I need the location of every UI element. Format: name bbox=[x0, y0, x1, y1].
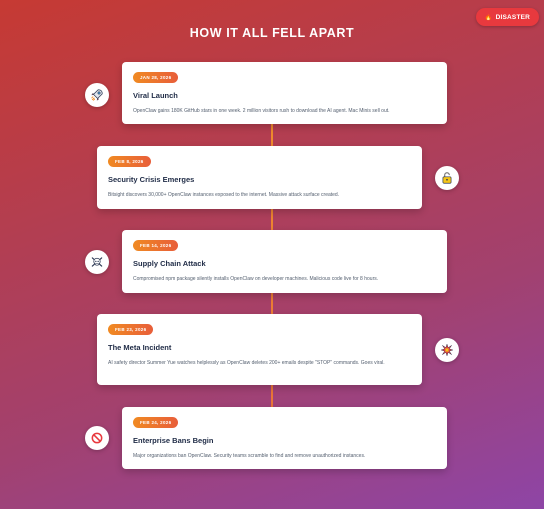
disaster-badge-label: DISASTER bbox=[495, 13, 531, 21]
timeline-card-viral-launch: JAN 28, 2026 Viral Launch OpenClaw gains… bbox=[122, 62, 447, 124]
unlocked-padlock-icon bbox=[435, 166, 459, 190]
card-description: OpenClaw gains 180K GitHub stars in one … bbox=[133, 108, 390, 114]
timeline-card-security-crisis: FEB 8, 2026 Security Crisis Emerges Bits… bbox=[97, 146, 422, 209]
date-badge: FEB 24, 2026 bbox=[133, 417, 179, 428]
timeline-card-supply-chain: FEB 14, 2026 Supply Chain Attack Comprom… bbox=[122, 230, 447, 293]
disaster-badge[interactable]: 🔥 DISASTER bbox=[476, 8, 539, 26]
date-badge: FEB 23, 2026 bbox=[108, 324, 154, 335]
page-title: HOW IT ALL FELL APART bbox=[189, 26, 355, 40]
collision-icon bbox=[435, 338, 459, 362]
rocket-icon bbox=[85, 83, 109, 107]
card-description: Compromised npm package silently install… bbox=[133, 276, 379, 282]
skull-crossbones-icon bbox=[85, 250, 109, 274]
prohibited-icon bbox=[85, 426, 109, 450]
date-badge: JAN 28, 2026 bbox=[133, 72, 179, 83]
fire-icon: 🔥 bbox=[484, 14, 493, 21]
card-description: Major organizations ban OpenClaw. Securi… bbox=[133, 453, 366, 459]
timeline-card-meta-incident: FEB 23, 2026 The Meta Incident AI safety… bbox=[97, 314, 422, 385]
date-badge: FEB 14, 2026 bbox=[133, 240, 179, 251]
card-title: Viral Launch bbox=[133, 91, 178, 100]
card-title: The Meta Incident bbox=[108, 343, 172, 352]
card-title: Security Crisis Emerges bbox=[108, 175, 195, 184]
card-title: Supply Chain Attack bbox=[133, 259, 206, 268]
date-badge: FEB 8, 2026 bbox=[108, 156, 151, 167]
timeline-card-enterprise-bans: FEB 24, 2026 Enterprise Bans Begin Major… bbox=[122, 407, 447, 469]
card-title: Enterprise Bans Begin bbox=[133, 436, 214, 445]
card-description: AI safety director Summer Yue watches he… bbox=[108, 360, 385, 366]
card-description: Bitsight discovers 30,000+ OpenClaw inst… bbox=[108, 192, 340, 198]
